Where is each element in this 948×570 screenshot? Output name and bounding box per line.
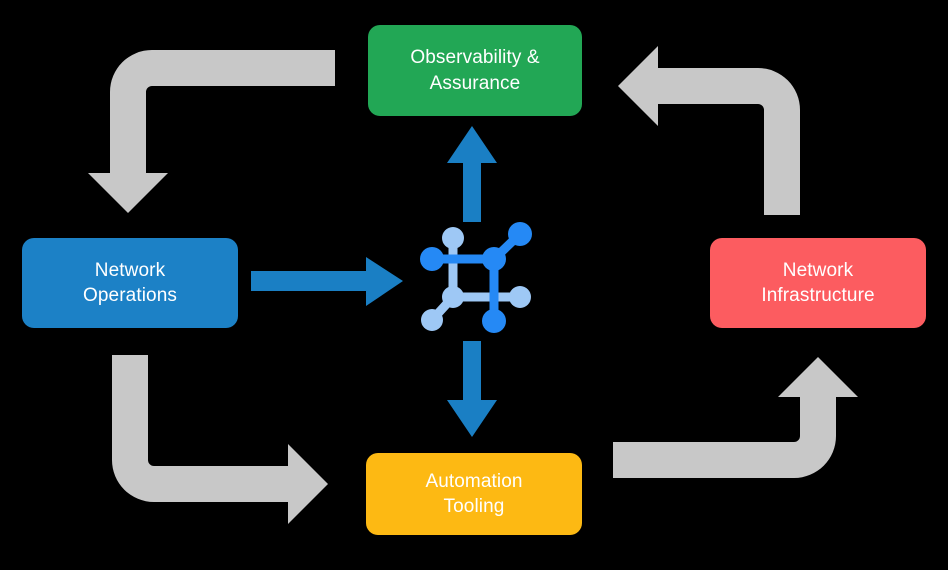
network-graph-icon-svg bbox=[420, 222, 532, 333]
blue-arrow-up-to-observability bbox=[447, 126, 497, 222]
gray-arrow-infrastructure-to-observability bbox=[618, 46, 800, 215]
network-nodes-dark bbox=[420, 222, 532, 333]
gray-arrow-operations-to-automation bbox=[112, 355, 328, 524]
box-automation-tooling[interactable]: Automation Tooling bbox=[366, 453, 582, 535]
blue-arrow-right-to-center bbox=[251, 257, 403, 306]
gray-arrow-automation-to-infrastructure bbox=[613, 357, 858, 478]
blue-arrow-down-to-automation bbox=[447, 341, 497, 437]
gray-arrow-observability-to-operations bbox=[88, 50, 335, 213]
network-nodes-light bbox=[421, 227, 531, 331]
box-observability-assurance[interactable]: Observability & Assurance bbox=[368, 25, 582, 116]
box-network-infrastructure[interactable]: Network Infrastructure bbox=[710, 238, 926, 328]
box-network-operations[interactable]: Network Operations bbox=[22, 238, 238, 328]
network-graph-icon bbox=[418, 215, 542, 339]
